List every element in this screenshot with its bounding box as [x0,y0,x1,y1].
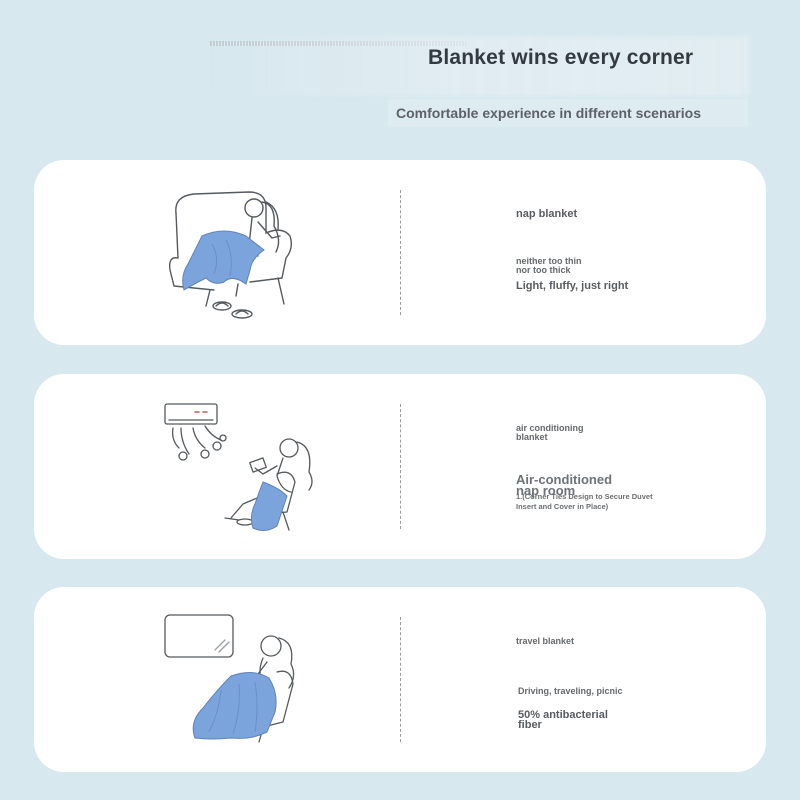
card-divider [400,617,401,742]
card-heading: travel blanket [516,636,575,646]
card-detail-room: Air-conditioned nap room [516,472,613,498]
card-divider [400,404,401,529]
card-heading: air conditioning blanket [516,423,584,442]
card-divider [400,190,401,315]
scenario-card-air-conditioning: air conditioning blanket Air-conditioned… [34,374,766,559]
card-detail-thickness: neither too thin nor too thick [516,256,582,275]
header-backdrop [205,36,750,96]
card-heading: nap blanket [516,208,578,220]
air-conditioner-woman-reading-icon [164,403,313,532]
woman-traveling-by-car-window-icon [164,614,295,743]
scenario-card-travel: travel blanket Driving, traveling, picni… [34,587,766,772]
scenario-card-nap: nap blanket neither too thin nor too thi… [34,160,766,345]
card-detail-fiber: 50% antibacterial fiber [518,709,608,731]
card-detail-uses: Driving, traveling, picnic [518,686,623,696]
page-subtitle: Comfortable experience in different scen… [388,99,748,127]
card-detail-feel: Light, fluffy, just right [516,280,629,292]
woman-napping-in-armchair-icon [168,191,293,319]
page-title: Blanket wins every corner [428,46,694,69]
card-detail-corner-ties: 1.(Corner Ties Design to Secure Duvet In… [516,492,653,511]
